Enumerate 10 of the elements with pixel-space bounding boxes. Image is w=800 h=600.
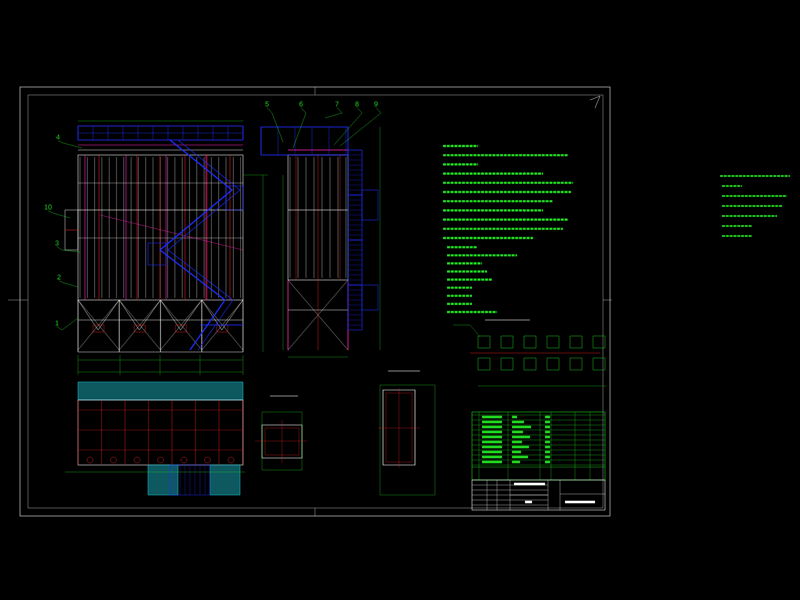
leader-line <box>266 107 284 142</box>
leader-line <box>292 108 306 148</box>
leader-line <box>340 108 382 146</box>
leader-line <box>334 108 362 146</box>
leader-line <box>56 246 80 252</box>
leader-line <box>48 210 70 218</box>
leader-line <box>324 107 342 118</box>
leader-line <box>58 280 78 288</box>
leader-line <box>56 318 78 330</box>
leader-line <box>58 140 82 148</box>
